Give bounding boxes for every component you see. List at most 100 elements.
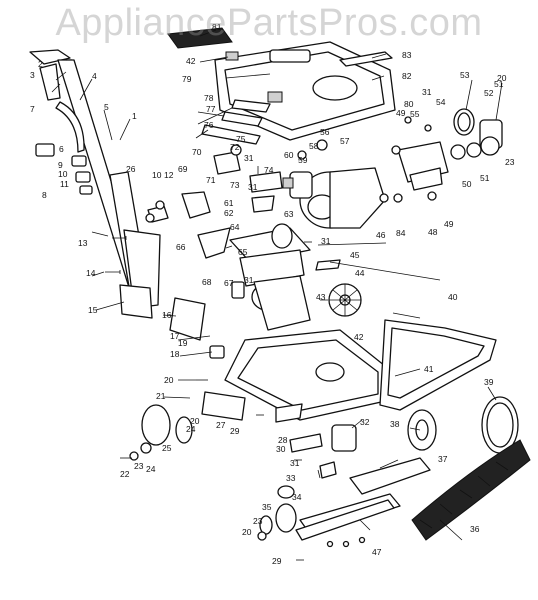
callout-27: 27	[216, 420, 226, 430]
callout-52: 52	[484, 88, 494, 98]
callout-64: 64	[230, 222, 240, 232]
callout-11: 11	[60, 179, 69, 189]
callout-41: 41	[424, 364, 434, 374]
callout-32: 32	[360, 417, 370, 427]
callout-65: 65	[238, 247, 248, 257]
callout-61: 61	[224, 198, 234, 208]
motor-assembly	[181, 139, 386, 331]
callout-67: 67	[224, 278, 234, 288]
callout-78: 78	[204, 93, 214, 103]
callout-28: 28	[278, 435, 288, 445]
callout-29a: 29	[230, 426, 240, 436]
callout-69: 69	[178, 164, 188, 174]
callout-37: 37	[438, 454, 448, 464]
callout-13: 13	[78, 238, 88, 248]
brush-roll	[349, 439, 531, 541]
callout-10b: 10	[152, 170, 162, 180]
callout-42a: 42	[186, 56, 196, 66]
drive-assembly	[379, 108, 503, 203]
callout-72: 72	[230, 142, 240, 152]
callout-6: 6	[59, 144, 64, 154]
callout-21: 21	[156, 391, 166, 401]
callout-39: 39	[484, 377, 494, 387]
callout-15: 15	[88, 305, 98, 315]
callout-30: 30	[276, 444, 286, 454]
callout-23c: 23	[505, 157, 515, 167]
callout-49a: 49	[396, 108, 406, 118]
hood-cover	[167, 27, 396, 145]
callout-81: 81	[212, 22, 222, 32]
callout-29b: 29	[272, 556, 282, 566]
callout-33: 33	[286, 473, 296, 483]
callout-22: 22	[120, 469, 130, 479]
callout-31e: 31	[422, 87, 432, 97]
callout-4: 4	[92, 71, 97, 81]
callout-51a: 51	[494, 79, 504, 89]
callout-35: 35	[262, 502, 272, 512]
bottom-plate	[257, 485, 401, 548]
callout-51b: 51	[480, 173, 490, 183]
callout-74: 74	[264, 165, 274, 175]
callout-46: 46	[376, 230, 386, 240]
callout-42b: 42	[354, 332, 364, 342]
callout-48: 48	[428, 227, 438, 237]
callout-24a: 24	[146, 464, 156, 474]
callout-5: 5	[104, 102, 109, 112]
callout-34: 34	[292, 492, 302, 502]
callout-31f: 31	[290, 458, 300, 468]
callout-80: 80	[404, 99, 414, 109]
callout-18: 18	[170, 349, 180, 359]
callout-1: 1	[132, 111, 137, 121]
callout-12: 12	[164, 170, 174, 180]
callout-70: 70	[192, 147, 202, 157]
base-housing	[129, 319, 519, 479]
callout-10a: 10	[58, 169, 68, 179]
callout-75: 75	[236, 134, 246, 144]
callout-14: 14	[86, 268, 96, 278]
callout-31a: 31	[244, 153, 254, 163]
callout-73: 73	[230, 180, 240, 190]
callout-84: 84	[396, 228, 406, 238]
leader-lines	[51, 29, 503, 541]
callout-45: 45	[350, 250, 360, 260]
callout-38: 38	[390, 419, 400, 429]
callout-58: 58	[309, 141, 319, 151]
callout-19: 19	[178, 338, 188, 348]
screws	[105, 166, 312, 561]
callout-59: 59	[298, 155, 308, 165]
callout-77: 77	[206, 104, 216, 114]
callout-26: 26	[126, 164, 136, 174]
callout-16: 16	[162, 310, 172, 320]
callout-79: 79	[182, 74, 192, 84]
callout-23b: 23	[253, 516, 263, 526]
callout-8: 8	[42, 190, 47, 200]
callout-54: 54	[436, 97, 446, 107]
callout-68: 68	[202, 277, 212, 287]
callout-62: 62	[224, 208, 234, 218]
callout-66: 66	[176, 242, 186, 252]
callout-44: 44	[355, 268, 365, 278]
callout-60: 60	[284, 150, 294, 160]
handle-assembly	[29, 49, 206, 341]
callout-24b: 24	[186, 424, 196, 434]
callout-20c: 20	[242, 527, 252, 537]
callout-71: 71	[206, 175, 216, 185]
callout-53: 53	[460, 70, 470, 80]
callout-labels: 1 2 3 4 5 6 7 8 9 10 10 11 12 13 14 15 1…	[30, 22, 515, 566]
callout-40: 40	[448, 292, 458, 302]
callout-82: 82	[402, 71, 412, 81]
callout-7: 7	[30, 104, 35, 114]
callout-36: 36	[470, 524, 480, 534]
callout-57: 57	[340, 136, 350, 146]
callout-20d: 20	[497, 73, 507, 83]
callout-20a: 20	[164, 375, 174, 385]
callout-50: 50	[462, 179, 472, 189]
callout-83: 83	[402, 50, 412, 60]
callout-47: 47	[372, 547, 382, 557]
callout-31d: 31	[244, 275, 254, 285]
callout-23a: 23	[134, 461, 144, 471]
callout-9: 9	[58, 160, 63, 170]
callout-49b: 49	[444, 219, 454, 229]
